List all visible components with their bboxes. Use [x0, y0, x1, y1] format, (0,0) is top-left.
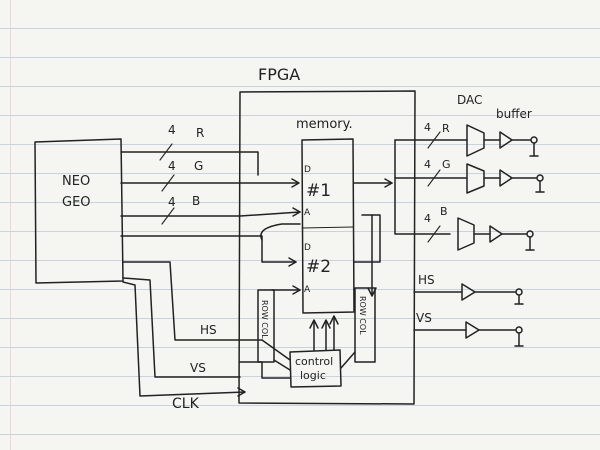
mem1-a-label: A — [304, 208, 311, 218]
out-r-ground — [529, 142, 539, 157]
bus-r-name: R — [196, 126, 204, 140]
arrow-mem2-d — [288, 257, 297, 267]
dac-g — [466, 163, 485, 194]
bus-slash-r — [159, 143, 173, 161]
hs-line — [122, 261, 263, 341]
neogeo-label-1: NEO — [62, 174, 90, 189]
out-g-ground — [535, 180, 545, 193]
vs-line — [122, 277, 241, 378]
vs-in-label: VS — [190, 361, 206, 375]
out-b-width: 4 — [424, 212, 431, 225]
out-r-connector — [530, 136, 538, 144]
buffer-r — [499, 131, 513, 149]
dac-b — [457, 217, 475, 251]
buffer-b — [489, 225, 503, 243]
mem1-d-label: D — [304, 165, 311, 175]
out-hs-connector — [515, 288, 523, 296]
clk-line — [122, 281, 246, 397]
row-col-left-label: ROW COL — [260, 300, 269, 339]
out-r-slash — [427, 131, 441, 149]
row-col-right-label: ROW COL — [358, 296, 367, 335]
memory-2-label: #2 — [306, 257, 331, 277]
out-g-connector — [536, 174, 544, 182]
arrow-ctrl-up-3 — [329, 315, 339, 325]
out-g-name: G — [442, 158, 451, 171]
memory-divider — [301, 226, 354, 229]
clk-label: CLK — [172, 396, 200, 412]
control-logic-block — [289, 349, 342, 388]
bus-b-name: B — [192, 194, 200, 208]
control-label-1: control — [295, 355, 333, 368]
ctrl-in-hs — [261, 339, 291, 361]
arrow-mem1-a — [292, 207, 301, 217]
out-vs-ground — [514, 332, 524, 347]
vs-to-ctrl — [239, 361, 291, 379]
buffer-vs — [465, 321, 480, 339]
bus-slash-b — [161, 207, 175, 225]
arrow-ctrl-up-1 — [309, 319, 319, 329]
hs-out-label: HS — [418, 273, 435, 287]
out-hs-ground — [514, 294, 524, 305]
arrow-mem1-out — [384, 178, 393, 188]
ctrl-in-rc — [273, 359, 291, 371]
out-b-ground — [525, 236, 535, 251]
arrow-right-vertical — [367, 287, 377, 297]
loop-line — [260, 223, 301, 241]
ctrl-out-rc — [340, 351, 356, 369]
arrow-mem2-a — [292, 285, 301, 295]
bus-b-width: 4 — [168, 195, 176, 209]
memory-block — [301, 138, 355, 314]
buffer-hs — [461, 283, 476, 301]
out-g-width: 4 — [424, 158, 431, 171]
mem2-d-label: D — [304, 243, 311, 253]
fpga-label: FPGA — [258, 65, 300, 84]
fpga-block — [238, 90, 416, 405]
out-b-connector — [526, 230, 534, 238]
out-b-slash — [427, 225, 441, 243]
bus-r-width: 4 — [168, 123, 176, 137]
memory-label: memory. — [296, 117, 353, 132]
out-g-slash — [427, 169, 441, 187]
out-vs-connector — [515, 326, 523, 334]
bus-slash-g — [161, 174, 175, 192]
hs-in-label: HS — [200, 323, 217, 337]
memory-1-label: #1 — [306, 181, 331, 201]
bus-g-name: G — [194, 159, 203, 173]
buffer-label: buffer — [496, 107, 532, 121]
arrow-clk — [237, 387, 246, 397]
out-b-name: B — [440, 205, 448, 218]
bus-r-in — [120, 151, 259, 176]
vs-out-label: VS — [416, 311, 432, 325]
arrow-ctrl-up-2 — [321, 319, 331, 329]
neogeo-label-2: GEO — [62, 195, 91, 210]
out-r-width: 4 — [424, 121, 431, 134]
control-label-2: logic — [300, 369, 326, 382]
row-col-counter-left — [257, 289, 275, 363]
arrow-mem1-d — [291, 178, 300, 188]
neogeo-block — [34, 138, 124, 284]
dac-r — [466, 124, 485, 157]
out-bus-trunk — [394, 139, 451, 235]
mem2-feedback — [353, 214, 381, 263]
bus-g-width: 4 — [168, 159, 176, 173]
bus-to-mem2-d — [120, 235, 297, 263]
dac-label: DAC — [457, 93, 482, 107]
bus-b-to-addr — [239, 211, 301, 217]
out-r-name: R — [442, 122, 450, 135]
buffer-g — [499, 169, 513, 187]
mem2-a-label: A — [304, 285, 311, 295]
